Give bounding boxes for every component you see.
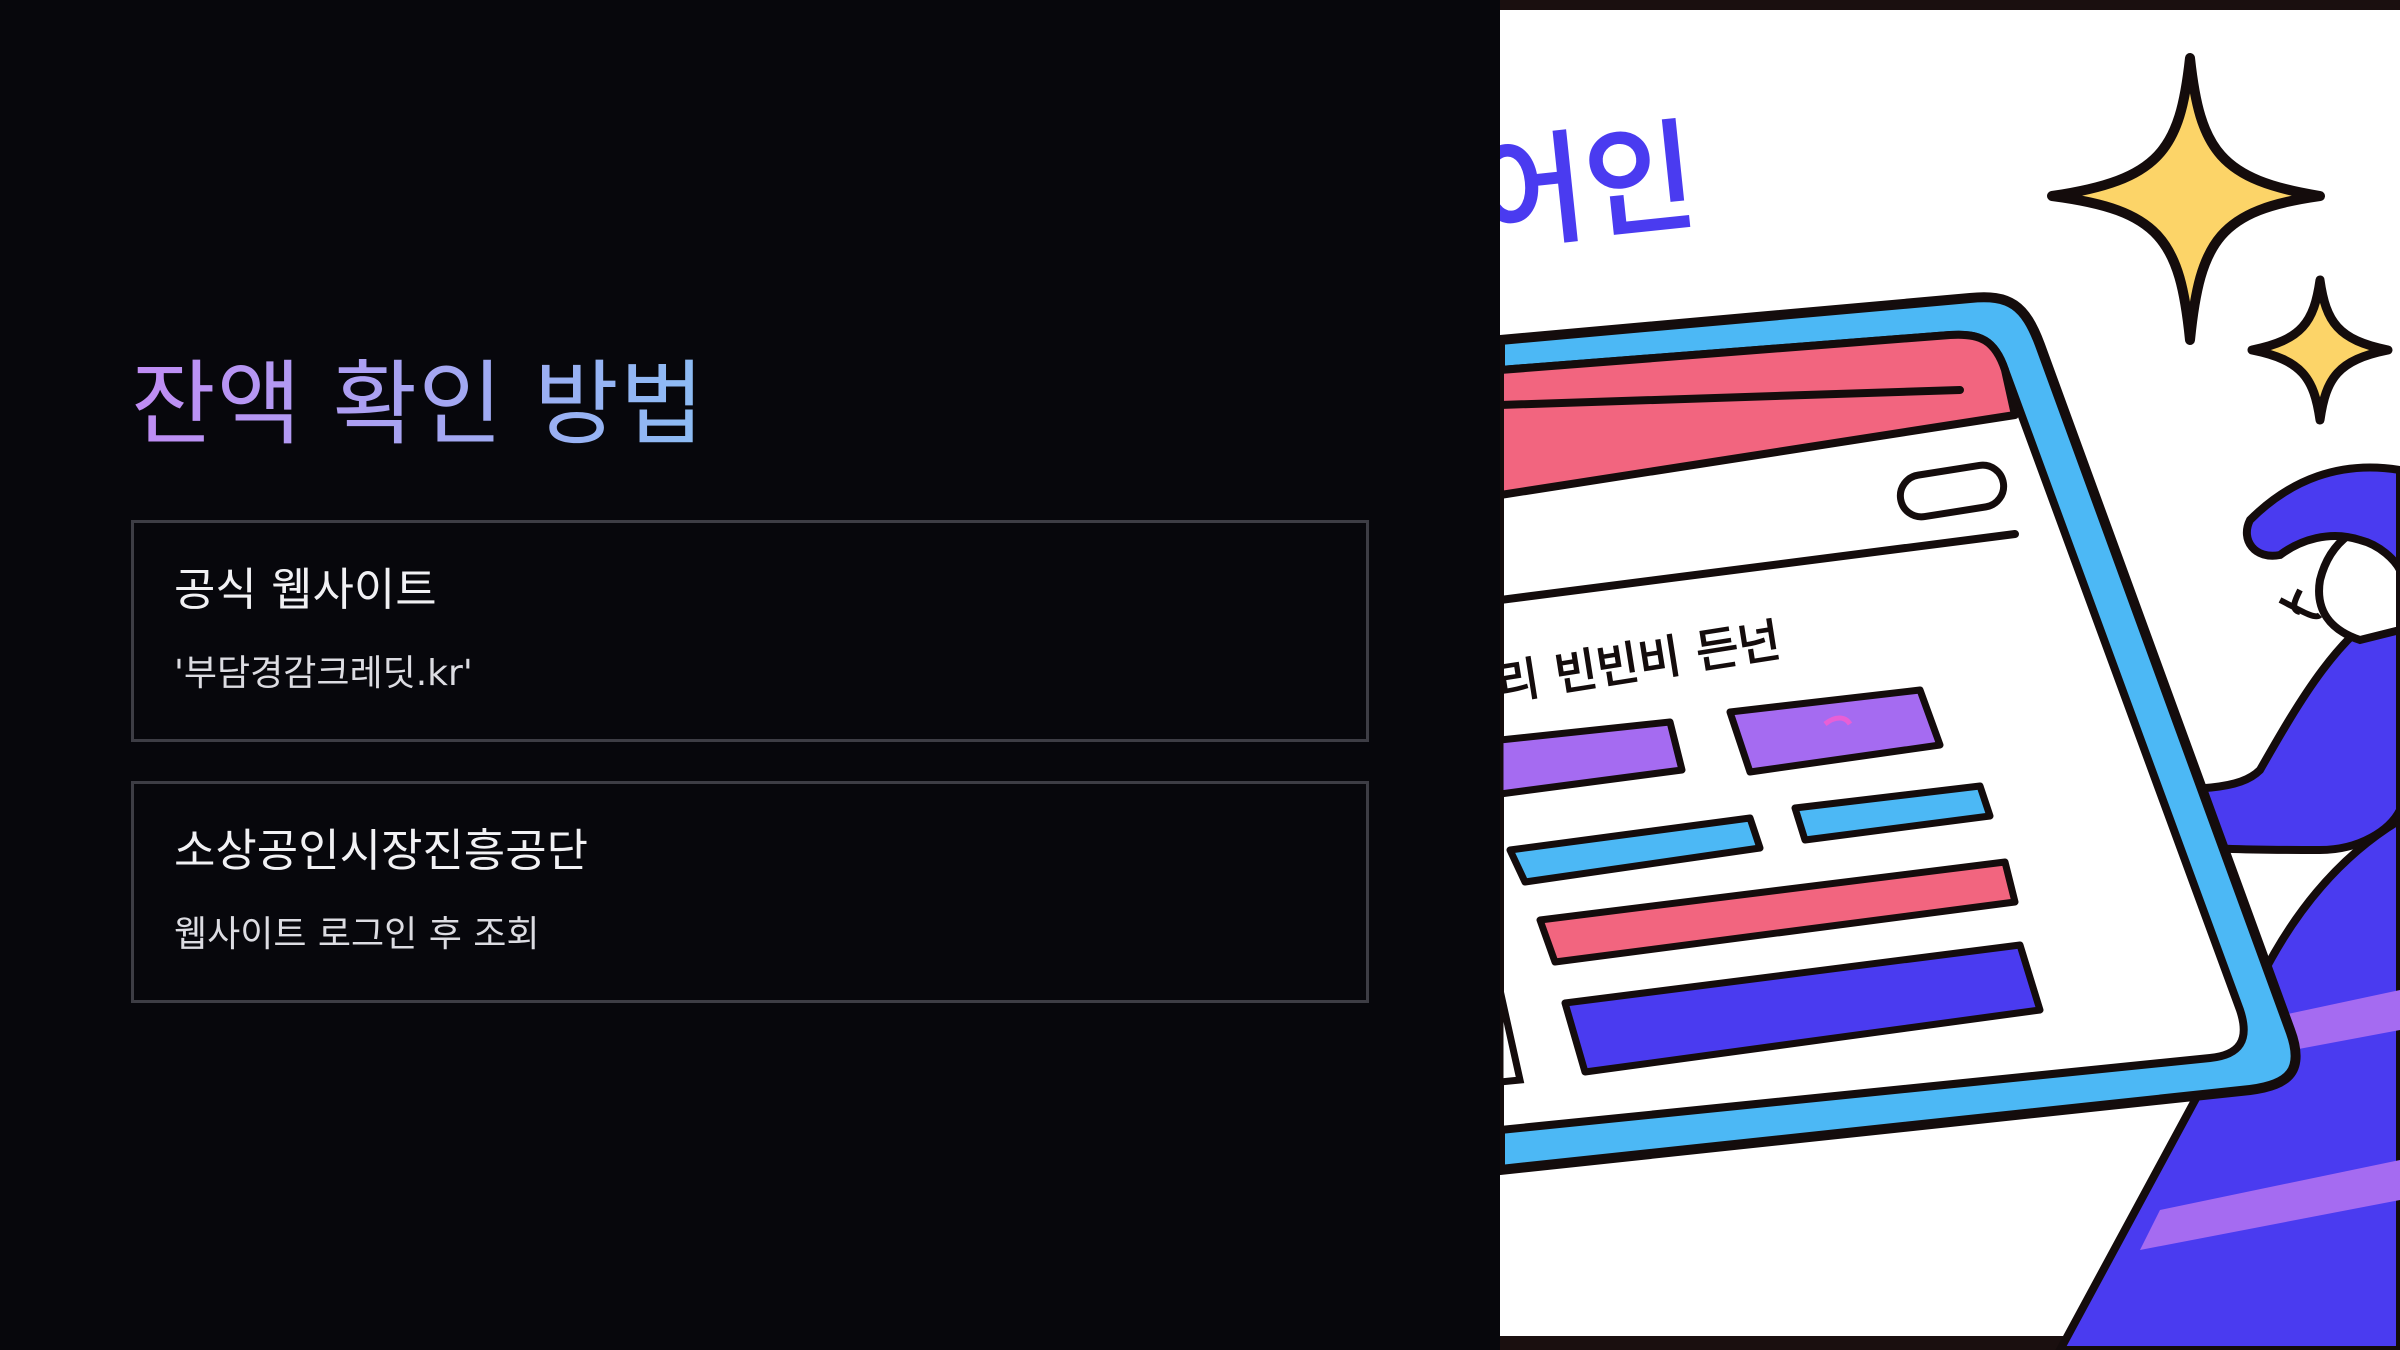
content-panel: 잔액 확인 방법 공식 웹사이트 '부담경감크레딧.kr' 소상공인시장진흥공단… (131, 340, 1369, 1003)
method-card-website: 공식 웹사이트 '부담경감크레딧.kr' (131, 520, 1369, 742)
sparkle-small-icon (2247, 275, 2393, 425)
card-title: 소상공인시장진흥공단 (174, 824, 589, 877)
method-card-agency: 소상공인시장진흥공단 웹사이트 로그인 후 조회 (131, 781, 1369, 1003)
card-description: 웹사이트 로그인 후 조회 (174, 914, 540, 955)
tablet-illustration: 리 빈빈비 든넌 (1500, 292, 2301, 1175)
slide-title: 잔액 확인 방법 (131, 340, 705, 470)
card-title: 공식 웹사이트 (174, 563, 437, 616)
illustration-heading-text: 어인 (1500, 108, 1703, 269)
card-description: '부담경감크레딧.kr' (174, 653, 473, 694)
illustration-panel: 어인 (1500, 0, 2400, 1350)
sparkle-large-icon (2047, 53, 2325, 345)
